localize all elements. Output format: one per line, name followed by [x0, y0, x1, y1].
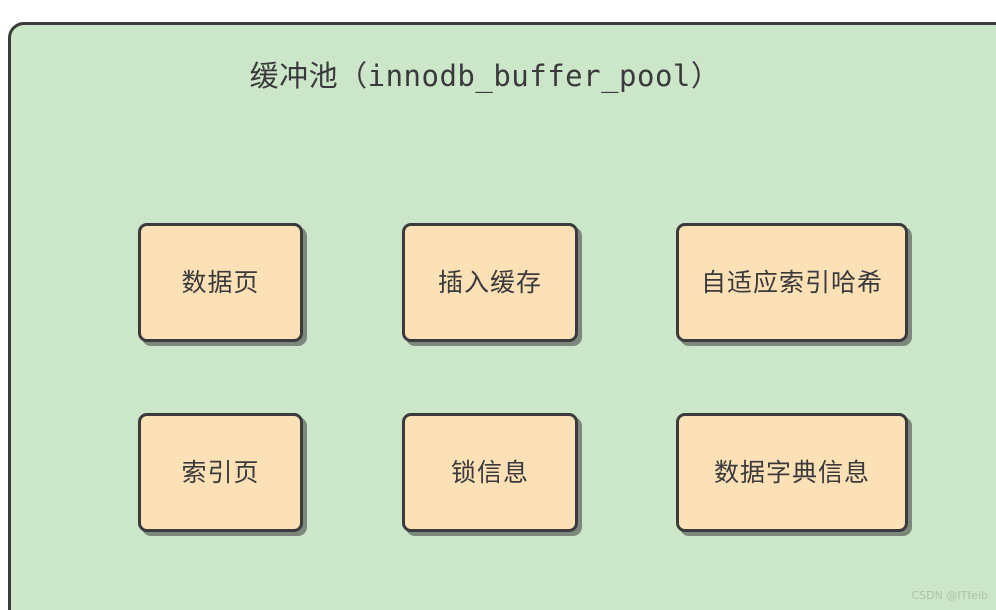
pool-item-data-dictionary-info: 数据字典信息 — [676, 413, 908, 532]
pool-item-label: 数据页 — [181, 267, 260, 297]
pool-item-label: 自适应索引哈希 — [700, 267, 883, 297]
pool-item-label: 索引页 — [181, 457, 260, 487]
pool-item-label: 数据字典信息 — [713, 457, 870, 487]
pool-item-label: 插入缓存 — [437, 267, 542, 297]
pool-item-lock-info: 锁信息 — [402, 413, 578, 532]
pool-item-data-page: 数据页 — [138, 223, 303, 342]
pool-item-index-page: 索引页 — [138, 413, 303, 532]
buffer-pool-title: 缓冲池（innodb_buffer_pool） — [249, 59, 721, 93]
pool-item-adaptive-hash-index: 自适应索引哈希 — [676, 223, 908, 342]
watermark: CSDN @ITfeib — [911, 589, 988, 602]
pool-item-insert-buffer: 插入缓存 — [402, 223, 578, 342]
pool-item-label: 锁信息 — [450, 457, 529, 487]
